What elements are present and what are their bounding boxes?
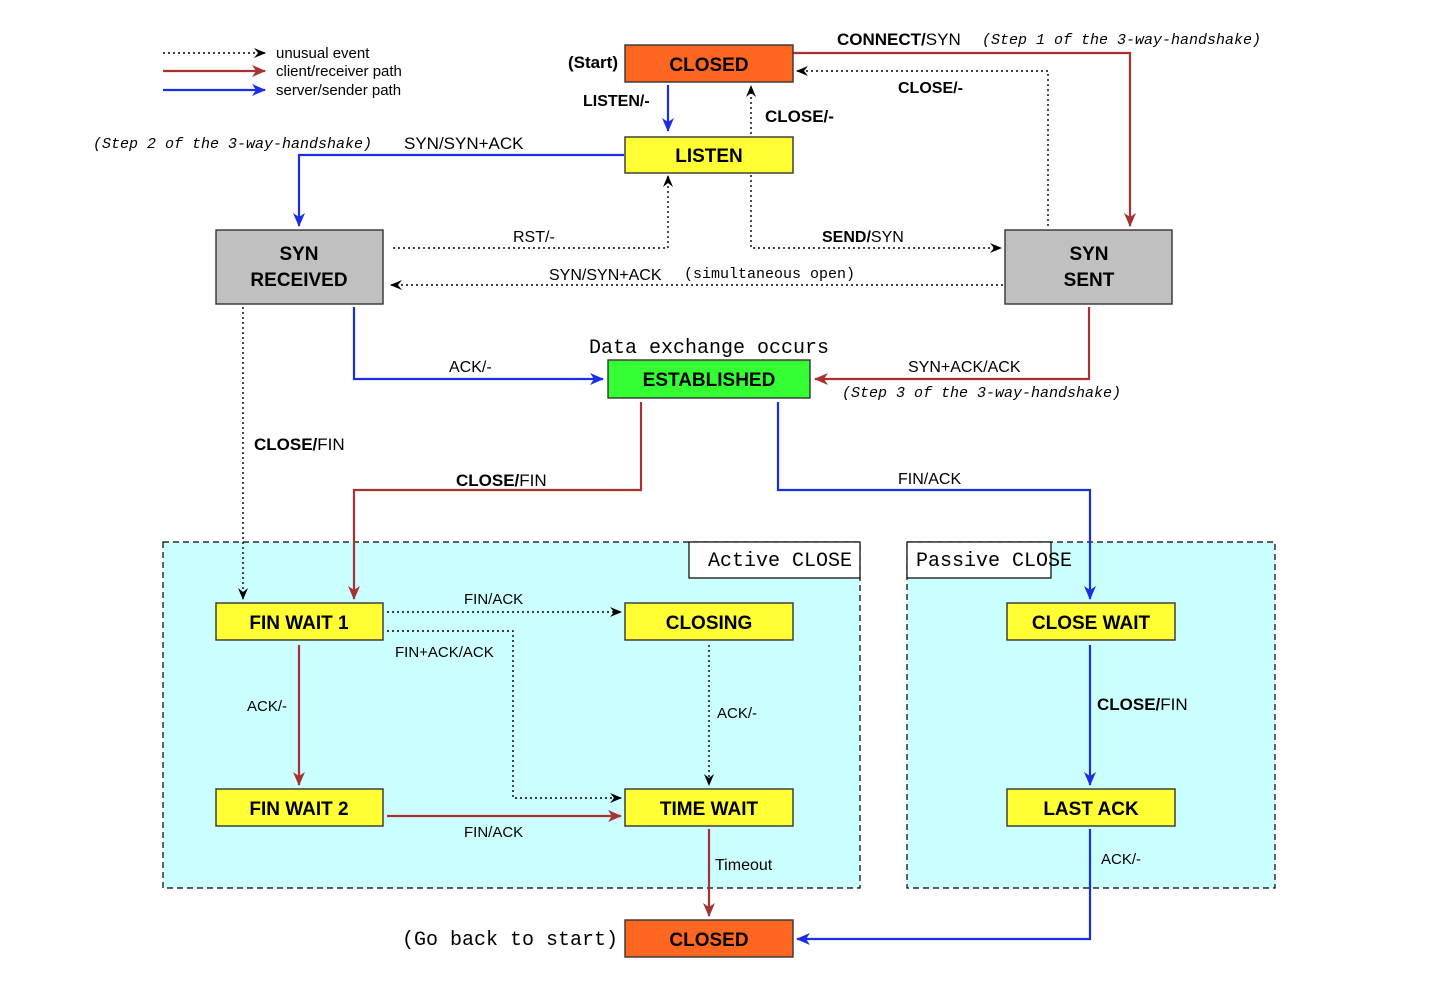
label-fin-ack-passive: FIN/ACK [898,471,961,488]
svg-text:LISTEN: LISTEN [675,146,743,167]
edges [238,51,1136,945]
label-ack-lastack: ACK/- [1101,851,1141,868]
data-exchange-annotation: Data exchange occurs [589,337,829,360]
label-syn-synack: SYN/SYN+ACK [404,134,524,153]
active-close-region: Active CLOSE [162,541,861,889]
label-synack-ack: SYN+ACK/ACK [908,359,1021,376]
edge-labels: CONNECT/SYN CLOSE/- LISTEN/- CLOSE/- SYN… [247,30,1188,874]
label-send: SEND/SYN [822,229,904,246]
edge-close-synsent [796,66,1049,226]
edge-fin-ack-passive [776,402,1096,600]
legend: unusual event client/receiver path serve… [163,45,402,99]
edge-connect [793,51,1136,227]
legend-unusual-text: unusual event [276,45,370,62]
svg-text:SYN: SYN [1069,244,1108,265]
svg-text:CLOSING: CLOSING [666,613,753,634]
svg-text:RECEIVED: RECEIVED [250,270,347,291]
edge-close-established [348,402,643,600]
label-close-established: CLOSE/FIN [456,471,547,490]
svg-text:FIN WAIT 1: FIN WAIT 1 [249,613,349,634]
label-fin-ack-closing: FIN/ACK [464,591,523,608]
label-close-listen: CLOSE/- [765,107,834,126]
legend-server-text: server/sender path [276,82,401,99]
edge-finack-ack [387,630,622,803]
state-closing: CLOSING [624,602,794,641]
states: CLOSED LISTEN SYN RECEIVED SYN SENT ESTA… [215,44,1176,958]
svg-text:ESTABLISHED: ESTABLISHED [643,370,776,391]
step1-note: (Step 1 of the 3-way-handshake) [982,32,1261,49]
edge-syn-synack [293,153,624,227]
label-timeout: Timeout [715,857,773,874]
svg-text:LAST ACK: LAST ACK [1043,799,1139,820]
label-rst: RST/- [513,229,555,246]
state-fin-wait-1: FIN WAIT 1 [215,602,384,641]
label-close-top: CLOSE/- [898,80,963,97]
svg-text:SENT: SENT [1064,270,1115,291]
svg-text:CLOSE WAIT: CLOSE WAIT [1032,613,1151,634]
start-annotation: (Start) [568,53,618,72]
go-back-annotation: (Go back to start) [402,929,618,952]
passive-close-label: Passive CLOSE [916,550,1072,573]
label-fin-ack-timewait: FIN/ACK [464,824,523,841]
step3-note: (Step 3 of the 3-way-handshake) [842,385,1121,402]
label-listen: LISTEN/- [583,93,650,110]
label-close-closewait: CLOSE/FIN [1097,695,1188,714]
step2-note: (Step 2 of the 3-way-handshake) [93,136,372,153]
annotations: (Start) (Go back to start) Data exchange… [93,32,1261,952]
svg-text:TIME WAIT: TIME WAIT [660,799,759,820]
state-last-ack: LAST ACK [1006,788,1176,827]
svg-text:FIN WAIT 2: FIN WAIT 2 [249,799,348,820]
state-syn-received: SYN RECEIVED [215,229,384,305]
state-syn-sent: SYN SENT [1004,229,1173,305]
label-ack-timewait: ACK/- [717,705,757,722]
label-close-synrcvd: CLOSE/FIN [254,435,345,454]
state-closed-top: CLOSED [624,44,794,83]
state-established: ESTABLISHED [607,359,811,399]
svg-text:CLOSED: CLOSED [669,55,748,76]
edge-rst [393,175,673,249]
state-time-wait: TIME WAIT [624,788,794,827]
edge-synack-ack [814,307,1091,385]
label-finack-ack: FIN+ACK/ACK [395,644,494,661]
state-closed-bottom: CLOSED [624,919,794,958]
simultaneous-note: (simultaneous open) [684,266,855,283]
label-ack-finwait2: ACK/- [247,698,287,715]
svg-text:CLOSED: CLOSED [669,930,748,951]
label-connect: CONNECT/SYN [837,30,961,49]
label-syn-synack-simul: SYN/SYN+ACK [549,267,662,284]
edge-ack-established [352,307,604,385]
active-close-label: Active CLOSE [708,550,852,573]
svg-text:SYN: SYN [279,244,318,265]
legend-client-text: client/receiver path [276,63,402,80]
label-ack-established: ACK/- [449,359,492,376]
state-fin-wait-2: FIN WAIT 2 [215,788,384,827]
edge-ack-lastack [796,829,1092,945]
state-close-wait: CLOSE WAIT [1006,602,1176,641]
state-listen: LISTEN [624,136,794,174]
